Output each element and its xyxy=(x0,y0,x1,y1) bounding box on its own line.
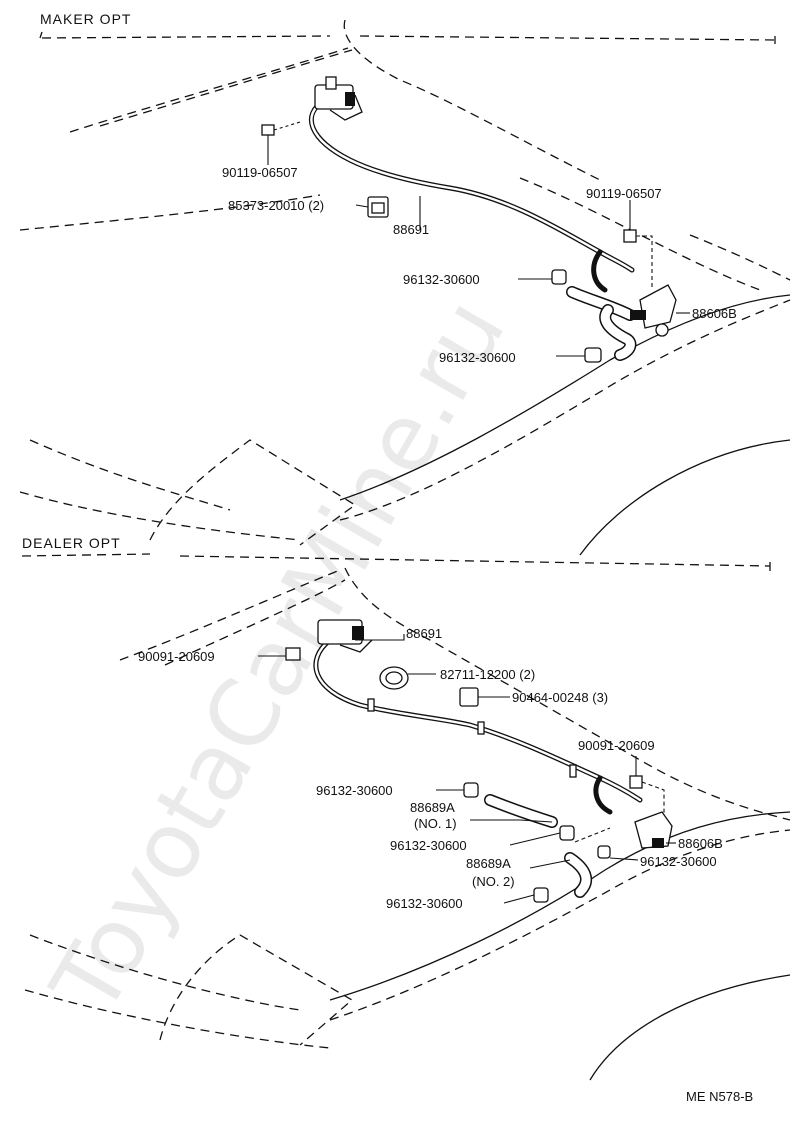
dealer-label-96132-30600-a: 96132-30600 xyxy=(316,783,393,798)
maker-opt-section: MAKER OPT xyxy=(19,11,791,556)
dealer-label-90091-20609-b: 90091-20609 xyxy=(578,738,655,753)
dealer-label-88689a-no2-sub: (NO. 2) xyxy=(472,874,515,889)
dealer-label-82711-12200: 82711-12200 (2) xyxy=(440,667,535,682)
maker-label-90119-06507-b: 90119-06507 xyxy=(586,186,662,201)
dealer-release-lever xyxy=(317,619,373,653)
dealer-hose-no2 xyxy=(564,852,593,898)
dealer-hose-clamp-b xyxy=(559,825,575,841)
maker-hoses xyxy=(566,286,637,361)
maker-hood-latch-88606b xyxy=(630,284,677,337)
dealer-hose-clamp-c xyxy=(597,845,611,859)
maker-release-lever xyxy=(314,76,363,121)
dealer-hose-clamp-d xyxy=(533,887,549,903)
maker-leaders xyxy=(267,135,690,357)
maker-body-outline xyxy=(19,19,791,556)
maker-opt-heading: MAKER OPT xyxy=(40,11,131,27)
dealer-label-96132-30600-c: 96132-30600 xyxy=(640,854,717,869)
dealer-label-88606b: 88606B xyxy=(678,836,723,851)
maker-label-88691: 88691 xyxy=(393,222,429,237)
maker-frame-line xyxy=(39,31,776,44)
dealer-label-90464-00248: 90464-00248 (3) xyxy=(512,690,608,705)
maker-hose-clamp-a xyxy=(551,269,567,285)
dealer-bolt-a xyxy=(285,647,301,661)
maker-bolt-b xyxy=(623,229,653,290)
dealer-opt-section: DEALER OPT xyxy=(21,535,791,1081)
dealer-opt-heading: DEALER OPT xyxy=(22,535,121,551)
maker-label-90119-06507-a: 90119-06507 xyxy=(222,165,298,180)
dealer-frame-line xyxy=(21,553,771,572)
maker-clip xyxy=(367,196,389,218)
dealer-hood-latch-88606b xyxy=(634,811,673,849)
dealer-leaders xyxy=(258,634,676,904)
maker-label-85373-20010: 85373-20010 (2) xyxy=(228,198,324,213)
dealer-label-96132-30600-d: 96132-30600 xyxy=(386,896,463,911)
maker-label-96132-30600-a: 96132-30600 xyxy=(403,272,480,287)
maker-label-88606b: 88606B xyxy=(692,306,737,321)
diagram-code: ME N578-B xyxy=(686,1089,753,1104)
dealer-clip xyxy=(459,687,479,707)
dealer-label-88691: 88691 xyxy=(406,626,442,641)
dealer-body-outline xyxy=(24,567,791,1081)
maker-hood-release-cable xyxy=(308,97,635,293)
dealer-label-96132-30600-b: 96132-30600 xyxy=(390,838,467,853)
watermark: ToyotaCarMine.ru xyxy=(31,281,526,1031)
dealer-hose-no1 xyxy=(484,794,558,828)
maker-hose-clamp-b xyxy=(584,347,602,363)
dealer-label-88689a-no1: 88689A xyxy=(410,800,455,815)
dealer-hose-clamp-a xyxy=(463,782,479,798)
dealer-hose-dash xyxy=(574,827,611,843)
maker-bolt-a xyxy=(261,121,301,136)
dealer-label-88689a-no1-sub: (NO. 1) xyxy=(414,816,457,831)
dealer-label-88689a-no2: 88689A xyxy=(466,856,511,871)
dealer-label-90091-20609-a: 90091-20609 xyxy=(138,649,215,664)
dealer-hood-release-cable xyxy=(313,637,643,815)
maker-label-96132-30600-b: 96132-30600 xyxy=(439,350,516,365)
dealer-cable-clamp xyxy=(379,666,409,690)
